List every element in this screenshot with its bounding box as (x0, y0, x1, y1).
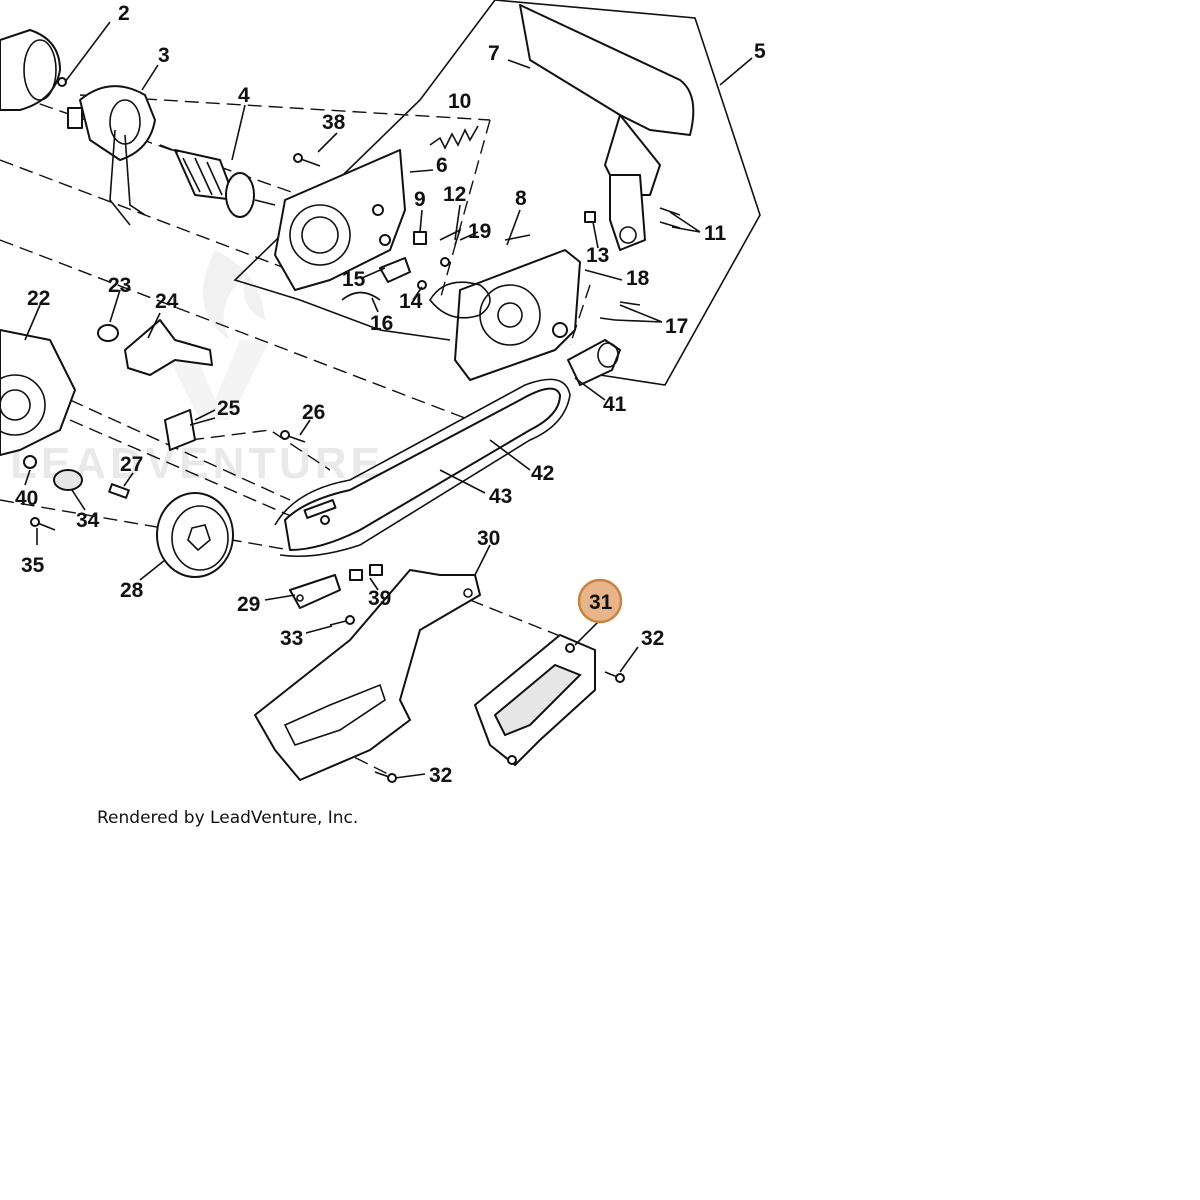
callout-13: 13 (586, 244, 609, 267)
callout-41: 41 (603, 393, 627, 416)
callout-39: 39 (368, 587, 391, 610)
callout-17: 17 (665, 315, 688, 338)
callout-4: 4 (238, 84, 250, 107)
callout-27: 27 (120, 453, 143, 476)
callout-18: 18 (626, 267, 650, 290)
part-lower-housing (254, 569, 481, 781)
part-switch (164, 409, 216, 451)
callout-34: 34 (76, 509, 100, 532)
housing-outline (494, 0, 761, 386)
callout-25: 25 (217, 397, 241, 420)
part-pin-27 (108, 483, 130, 499)
credit-text: Rendered by LeadVenture, Inc. (97, 808, 358, 828)
part-armature (159, 144, 276, 218)
part-cover-31 (474, 634, 596, 766)
part-nuts-39 (349, 564, 383, 581)
callout-32-lower: 32 (429, 764, 452, 787)
part-motor-cap (0, 29, 67, 111)
callout-26: 26 (302, 401, 325, 424)
callout-31[interactable]: 31 (589, 591, 613, 614)
callout-labels: 2 3 4 5 6 7 8 9 10 11 12 13 14 15 16 17 … (15, 2, 766, 787)
callout-35: 35 (21, 554, 45, 577)
part-fasteners-right (584, 207, 681, 321)
part-clutch-housing (0, 329, 76, 456)
callout-6: 6 (436, 154, 448, 177)
callout-32-upper: 32 (641, 627, 664, 650)
part-sprocket (156, 492, 234, 578)
callout-3: 3 (158, 44, 170, 67)
callout-33: 33 (280, 627, 303, 650)
callout-43: 43 (489, 485, 512, 508)
callout-5: 5 (754, 40, 766, 63)
part-washer-40 (23, 455, 37, 469)
callout-29: 29 (237, 593, 260, 616)
part-side-cover (274, 149, 406, 291)
callout-12: 12 (443, 183, 466, 206)
callout-38: 38 (322, 111, 346, 134)
callout-40: 40 (15, 487, 38, 510)
callout-22: 22 (27, 287, 50, 310)
highlight-circle[interactable] (577, 578, 623, 624)
part-guide-bar (274, 378, 571, 557)
part-screw-26 (280, 430, 306, 443)
part-handle (519, 4, 695, 251)
callout-9: 9 (414, 188, 426, 211)
callout-28: 28 (120, 579, 144, 602)
part-screw-33 (329, 615, 355, 626)
part-gearbox (429, 249, 581, 381)
callout-24: 24 (155, 290, 179, 313)
callout-7: 7 (488, 42, 500, 65)
callout-42: 42 (531, 462, 554, 485)
callout-8: 8 (515, 187, 527, 210)
callout-10: 10 (448, 90, 471, 113)
callout-11: 11 (704, 222, 727, 245)
callout-19: 19 (468, 220, 491, 243)
callout-30: 30 (477, 527, 500, 550)
part-bushing (97, 324, 119, 342)
callout-14: 14 (399, 290, 423, 313)
callout-2: 2 (118, 2, 130, 25)
part-lever (124, 319, 213, 376)
callout-16: 16 (370, 312, 393, 335)
part-screw-32 (374, 671, 625, 783)
part-screw-38 (293, 153, 321, 167)
part-small-hardware (341, 228, 531, 301)
callout-31-highlighted[interactable]: 31 (577, 578, 623, 624)
watermark-logo (160, 250, 270, 420)
part-field-coil (67, 85, 156, 226)
part-bearing-34 (53, 469, 83, 491)
part-spring (429, 125, 479, 150)
part-plate-29 (289, 574, 341, 609)
part-screw-35 (30, 517, 56, 531)
callout-23: 23 (108, 274, 131, 297)
callout-15: 15 (342, 268, 366, 291)
